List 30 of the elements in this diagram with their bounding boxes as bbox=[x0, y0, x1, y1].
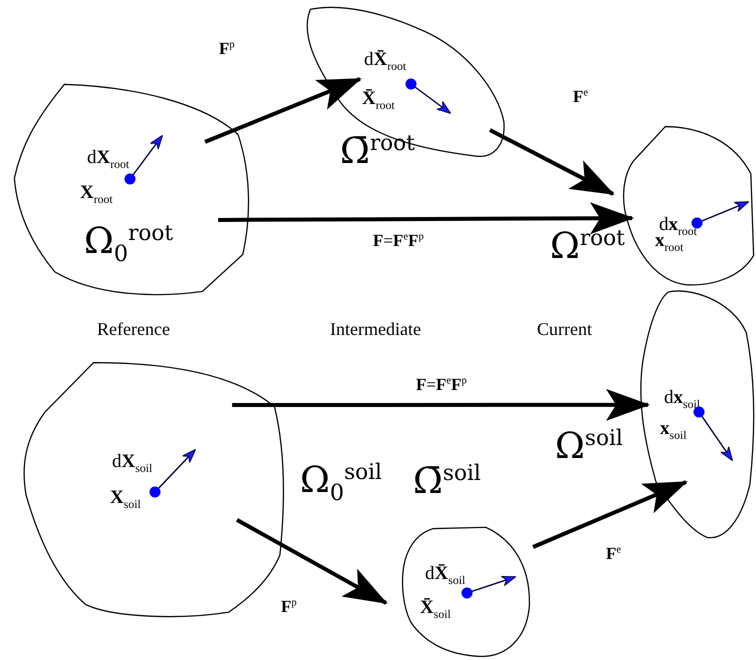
vector-symbol: x$_{soil}$ bbox=[660, 419, 686, 442]
domain-symbol: Ω̄$^{soil}$ bbox=[413, 463, 481, 500]
domain-symbol: Ω$^{root}$ bbox=[550, 228, 625, 265]
vector-symbol: dX$_{soil}$ bbox=[112, 452, 152, 475]
vector-symbol: dx$_{root}$ bbox=[659, 215, 697, 238]
vector-symbol: X$_{soil}$ bbox=[110, 488, 141, 511]
domain-symbol: Ω$^{soil}$ bbox=[555, 428, 623, 465]
mapping-arrow bbox=[532, 480, 688, 549]
mapping-arrow bbox=[488, 128, 615, 196]
vector-symbol: X̄$_{soil}$ bbox=[420, 598, 451, 621]
configuration-label: Current bbox=[537, 320, 592, 338]
mapping-arrow bbox=[232, 388, 650, 421]
vector-symbol: dX̄$_{root}$ bbox=[364, 50, 406, 73]
configuration-label: Reference bbox=[97, 320, 170, 338]
vector-symbol: X̄$_{root}$ bbox=[362, 89, 395, 112]
domain-symbol: Ω̄$^{root}$ bbox=[340, 133, 415, 170]
edge-label: F=F$^{e}$F$^{p}$ bbox=[372, 232, 425, 249]
mapping-arrow bbox=[236, 518, 388, 605]
edge-label: F$^{e}$ bbox=[572, 88, 590, 105]
edge-label: F$^{e}$ bbox=[605, 545, 622, 562]
vector-symbol: dX̄$_{soil}$ bbox=[425, 564, 466, 587]
body-region bbox=[400, 526, 532, 659]
edge-label: F$^{p}$ bbox=[218, 40, 236, 57]
edge-label: F$^{p}$ bbox=[280, 598, 298, 615]
edge-label: F=F$^{e}$F$^{p}$ bbox=[415, 376, 468, 393]
mapping-arrow bbox=[204, 77, 362, 144]
configuration-label: Intermediate bbox=[330, 320, 421, 338]
mapping-arrow bbox=[218, 202, 634, 234]
vector-symbol: X$_{root}$ bbox=[80, 183, 113, 206]
vector-symbol: dX$_{root}$ bbox=[87, 148, 130, 171]
